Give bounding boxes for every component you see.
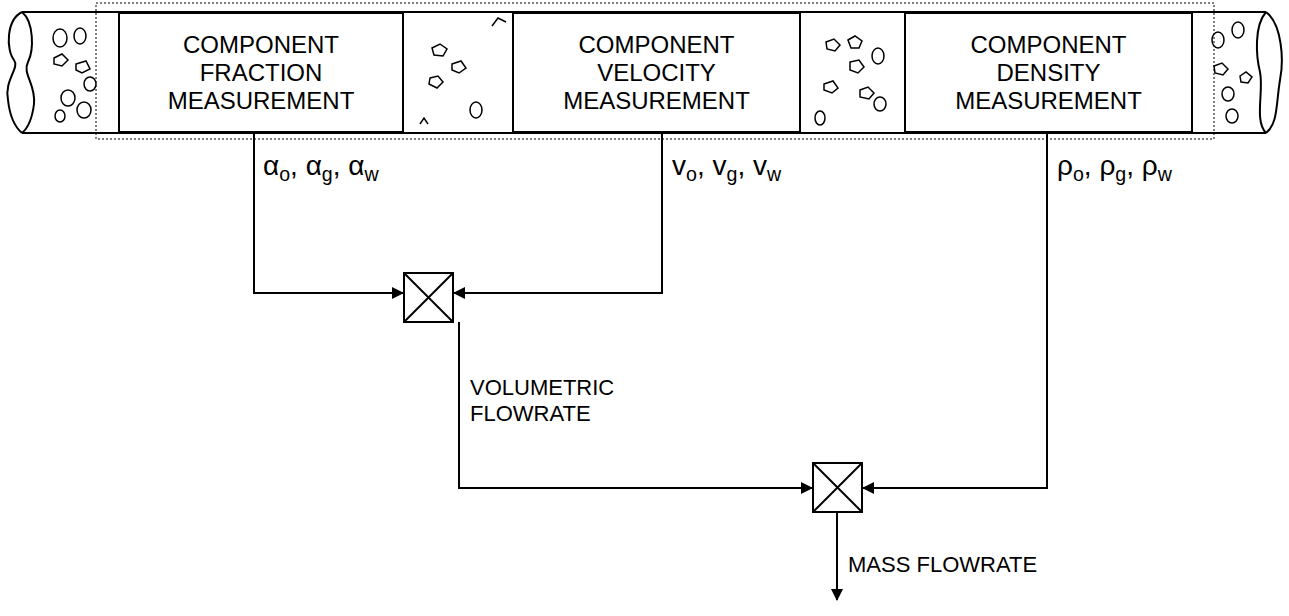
box-label: COMPONENT VELOCITY MEASUREMENT xyxy=(514,25,799,121)
measurement-box: COMPONENT DENSITY MEASUREMENT xyxy=(904,12,1193,133)
signal-label: vo, vg, vw xyxy=(670,150,783,190)
box-label: COMPONENT DENSITY MEASUREMENT xyxy=(906,25,1191,121)
signal-label: αo, αg, αw xyxy=(261,150,381,190)
flow-label: VOLUMETRIC FLOWRATE xyxy=(468,375,662,427)
measurement-box: COMPONENT VELOCITY MEASUREMENT xyxy=(512,12,801,133)
flow-label: MASS FLOWRATE xyxy=(846,552,1110,578)
measurement-box: COMPONENT FRACTION MEASUREMENT xyxy=(118,12,404,133)
multiplier-symbol xyxy=(404,273,862,512)
box-label: COMPONENT FRACTION MEASUREMENT xyxy=(120,25,402,121)
signal-label: ρo, ρg, ρw xyxy=(1055,150,1174,190)
